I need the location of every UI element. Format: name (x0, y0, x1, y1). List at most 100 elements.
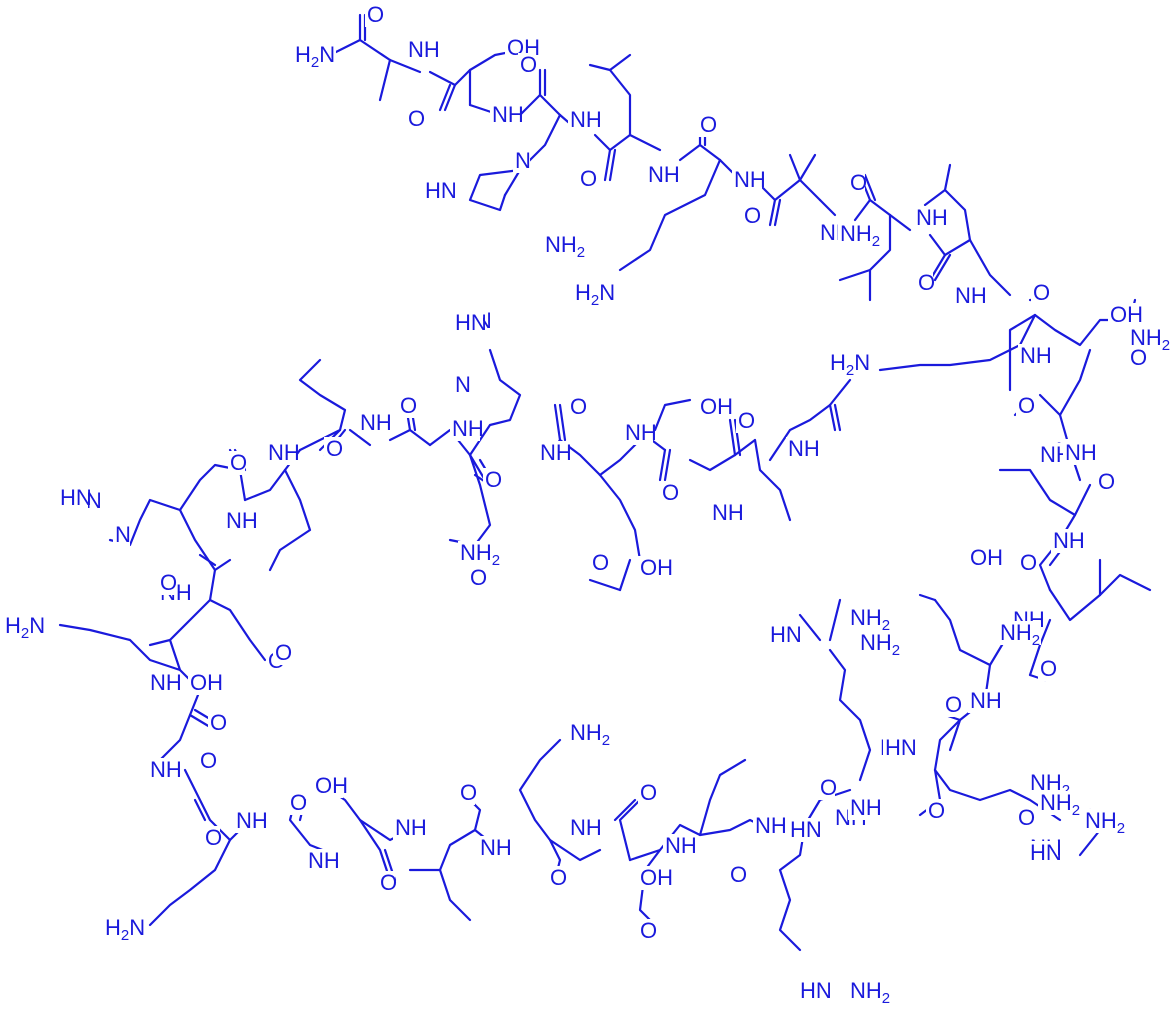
bond-79 (518, 738, 602, 862)
bond-5 (428, 68, 472, 87)
atom-label-48: NH2 (458, 540, 501, 569)
atom-label-text: O (275, 640, 292, 665)
atom-label-bg (578, 167, 595, 191)
atom-label-17: NH (663, 833, 697, 858)
atom-label-text: NH (226, 508, 258, 533)
atom-label-text: O (160, 570, 177, 595)
atom-label-bg (568, 395, 585, 419)
atom-label-95: O (638, 780, 657, 805)
atom-label-81: O (848, 170, 867, 195)
atom-label-text: NH (788, 436, 820, 461)
atom-label-bg (926, 799, 943, 823)
atom-label-77: O (518, 52, 537, 77)
bond-120 (598, 473, 642, 562)
atom-label-text: NH (268, 440, 300, 465)
atom-label-22: NH (234, 808, 268, 833)
atom-label-bg (1018, 551, 1035, 575)
atom-label-44: OH (638, 555, 673, 580)
atom-label-bg (818, 776, 835, 800)
bond-75 (698, 758, 747, 837)
atom-label-109: O (568, 394, 587, 419)
atom-label-39: OH (698, 394, 733, 419)
atom-label-text: NH (850, 795, 882, 820)
atom-label-text: NH (1020, 343, 1052, 368)
atom-label-bg (453, 373, 470, 397)
atom-label-text: NH (570, 815, 602, 840)
atom-label-108: O (483, 467, 502, 492)
bond-74 (628, 818, 772, 862)
atom-label-text: OH (640, 555, 673, 580)
atom-label-text: O (380, 870, 397, 895)
atom-label-41: OH (968, 545, 1003, 570)
atom-label-21: NH (306, 848, 340, 873)
bond-77 (618, 798, 642, 862)
atom-label-text: NH (955, 283, 987, 308)
bond-130 (753, 438, 792, 522)
atom-label-bg (450, 417, 480, 441)
atom-label-text: O (205, 825, 222, 850)
atom-label-54: NH2 (858, 630, 901, 659)
atom-label-text: NH (540, 440, 572, 465)
bond-23 (678, 143, 722, 162)
atom-label-text: O (738, 408, 755, 433)
atom-label-53: NH2 (848, 978, 891, 1007)
bond-129 (733, 418, 742, 457)
atom-label-text: O (1098, 469, 1115, 494)
atom-label-bg (148, 671, 178, 695)
atom-label-text: O (640, 780, 657, 805)
atom-label-28: NH (358, 410, 392, 435)
atom-label-20: NH (393, 815, 427, 840)
atom-label-bg (198, 749, 215, 773)
atom-label-text: HN (455, 310, 487, 335)
atom-label-text: O (1130, 345, 1147, 370)
atom-label-75: O (365, 2, 384, 27)
atom-label-30: NH (538, 440, 572, 465)
atom-label-79: O (698, 112, 717, 137)
atom-label-text: O (550, 865, 567, 890)
atom-label-bg (543, 233, 586, 257)
atom-label-bg (458, 541, 501, 565)
atom-label-text: O (290, 790, 307, 815)
atom-label-bg (234, 809, 264, 833)
atom-label-bg (324, 437, 341, 461)
atom-label-bg (660, 481, 677, 505)
bond-70 (828, 648, 872, 782)
bond-42 (933, 253, 952, 282)
bond-108 (348, 428, 372, 447)
atom-label-bg (188, 671, 218, 695)
atom-label-bg (1018, 344, 1048, 368)
atom-label-text: O (470, 565, 487, 590)
atom-label-99: O (288, 790, 307, 815)
atom-label-bg (1083, 809, 1126, 833)
atom-label-bg (148, 758, 178, 782)
atom-label-text: OH (315, 773, 348, 798)
atom-label-11: NH (1051, 528, 1085, 553)
atom-label-bg (663, 834, 693, 858)
atom-label-25: NH (148, 670, 182, 695)
atom-label-bg (423, 179, 453, 203)
atom-label-85: O (1016, 393, 1035, 418)
bond-51 (1008, 313, 1037, 392)
atom-label-text: OH (1110, 302, 1143, 327)
atom-label-50: NH2 (568, 720, 611, 749)
atom-label-text: O (918, 270, 935, 295)
atom-label-bg (590, 551, 607, 575)
atom-label-bg (953, 284, 983, 308)
atom-label-60: HN (788, 817, 822, 842)
atom-label-bg (798, 979, 828, 1003)
atom-label-bg (228, 451, 245, 475)
bond-113 (468, 348, 522, 457)
atom-label-text: HN (770, 622, 802, 647)
atom-label-66: H2N (3, 613, 46, 642)
atom-label-31: NH (623, 420, 657, 445)
bond-26 (618, 158, 722, 272)
atom-label-bg (1016, 394, 1033, 418)
atom-label-110: O (660, 480, 679, 505)
atom-label-26: NH (224, 508, 258, 533)
atom-label-32: NH (710, 500, 744, 525)
atom-label-text: NH (360, 410, 392, 435)
bond-119 (558, 403, 567, 442)
atom-label-bg (646, 163, 676, 187)
atom-label-1: NH (406, 37, 440, 62)
atom-label-bg (638, 919, 655, 943)
